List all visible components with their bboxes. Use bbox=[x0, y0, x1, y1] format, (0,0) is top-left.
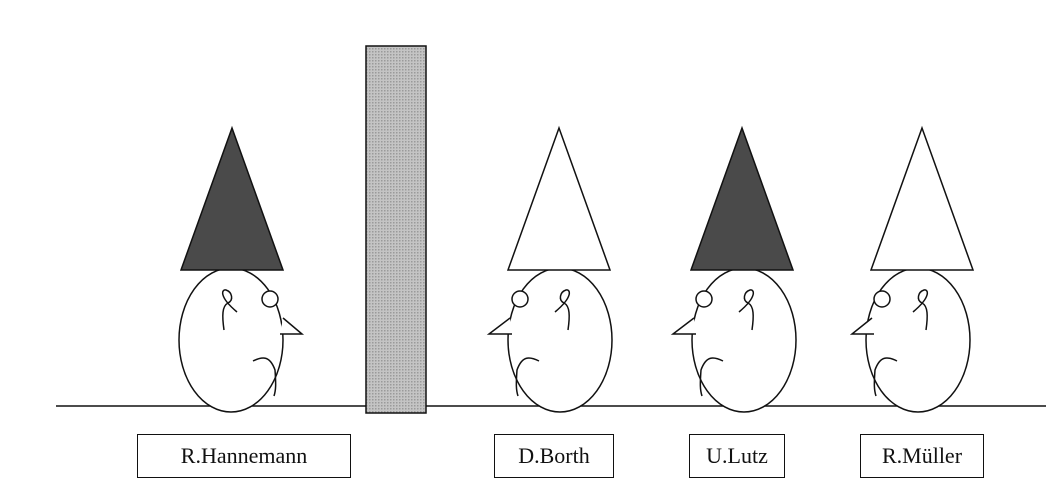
nose bbox=[852, 318, 874, 334]
figure-d-borth bbox=[489, 128, 612, 412]
nose bbox=[280, 318, 302, 334]
eye bbox=[696, 291, 712, 307]
head bbox=[508, 268, 612, 412]
eye bbox=[262, 291, 278, 307]
eye bbox=[874, 291, 890, 307]
name-label-r-hannemann: R.Hannemann bbox=[137, 434, 351, 478]
name-label-d-borth: D.Borth bbox=[494, 434, 614, 478]
figure-u-lutz bbox=[673, 128, 796, 412]
head bbox=[692, 268, 796, 412]
eye bbox=[512, 291, 528, 307]
name-label-r-mueller: R.Müller bbox=[860, 434, 984, 478]
hat bbox=[508, 128, 610, 270]
dividing-wall bbox=[366, 46, 426, 413]
figure-r-hannemann bbox=[179, 128, 302, 412]
nose bbox=[673, 318, 696, 334]
hat bbox=[871, 128, 973, 270]
figure-r-mueller bbox=[852, 128, 973, 412]
head bbox=[179, 268, 283, 412]
hat bbox=[691, 128, 793, 270]
nose bbox=[489, 318, 512, 334]
name-label-u-lutz: U.Lutz bbox=[689, 434, 785, 478]
head bbox=[866, 268, 970, 412]
hat bbox=[181, 128, 283, 270]
